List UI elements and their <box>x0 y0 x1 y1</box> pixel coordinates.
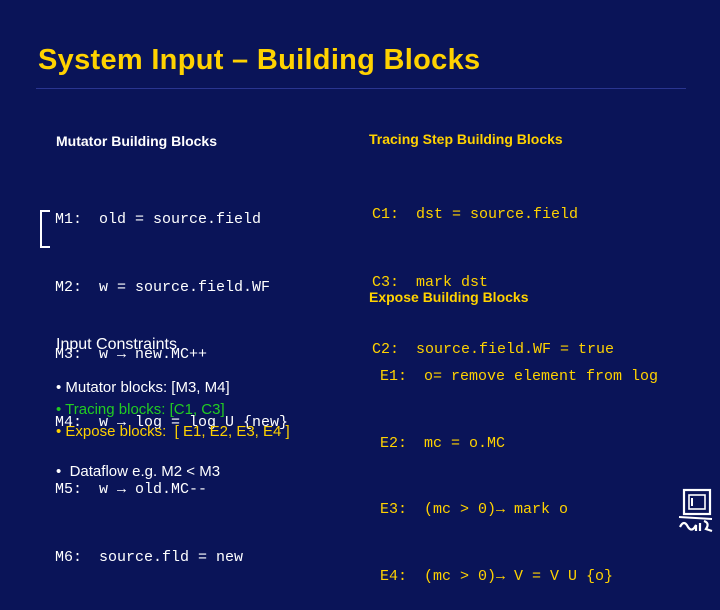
list-item: M1: old = source.field <box>55 209 288 232</box>
block-label: M2: <box>55 278 83 296</box>
block-code: mc = o.MC <box>424 434 506 452</box>
block-code: w → old.MC-- <box>99 481 208 498</box>
block-code: (mc > 0)→ mark o <box>424 501 569 518</box>
list-item: E3: (mc > 0)→ mark o <box>380 499 658 521</box>
list-item: E1: o= remove element from log <box>380 366 658 388</box>
expose-heading: Expose Building Blocks <box>369 289 529 305</box>
tracing-block-list: C1: dst = source.field C3: mark dst C2: sou… <box>372 159 614 384</box>
title-divider <box>36 88 686 89</box>
block-label: E4: <box>380 567 408 585</box>
constraints-heading: Input Constraints <box>56 336 177 353</box>
slide-title: System Input – Building Blocks <box>38 44 481 76</box>
block-code: mark dst <box>416 273 489 291</box>
block-code: w = source.field.WF <box>99 278 271 296</box>
tracing-heading: Tracing Step Building Blocks <box>369 131 563 147</box>
list-item: M2: w = source.field.WF <box>55 277 288 300</box>
block-code: dst = source.field <box>416 206 579 223</box>
list-item: M3: w → new.MC++ <box>55 344 288 367</box>
block-label: M4: <box>55 413 83 431</box>
list-item: M6: source.fld = new <box>55 547 288 570</box>
constraint-item-tracing: • Tracing blocks: [C1, C3] <box>56 401 225 418</box>
list-item: M4: w → log = log U {new} <box>55 412 288 435</box>
block-label: E3: <box>380 501 408 518</box>
block-label: C1: <box>372 206 400 223</box>
list-item: M5: w → old.MC-- <box>55 479 288 502</box>
dataflow-note: • Dataflow e.g. M2 < M3 <box>56 463 221 480</box>
block-label: M1: <box>55 211 83 228</box>
institution-logo-icon <box>678 488 713 533</box>
block-code: source.field.WF = true <box>416 341 615 358</box>
block-label: E1: <box>380 368 408 385</box>
block-label: E2: <box>380 434 408 452</box>
block-label: M3: <box>55 346 83 363</box>
constraint-list: • Mutator blocks: [M3, M4] • Tracing blo… <box>56 377 290 443</box>
block-code: o= remove element from log <box>424 368 659 385</box>
highlight-bracket <box>40 210 50 248</box>
list-item: C1: dst = source.field <box>372 204 614 227</box>
block-label: M5: <box>55 481 83 498</box>
block-code: source.fld = new <box>99 548 244 566</box>
mutator-heading: Mutator Building Blocks <box>56 133 217 149</box>
block-label: C2: <box>372 341 400 358</box>
block-code: (mc > 0)→ V = V U {o} <box>424 567 614 585</box>
constraint-item-expose: • Expose blocks: [ E1, E2, E3, E4 ] <box>56 423 290 440</box>
list-item: E2: mc = o.MC <box>380 433 658 455</box>
list-item: C3: mark dst <box>372 272 614 295</box>
block-code: w → log = log U {new} <box>99 413 289 431</box>
block-code: old = source.field <box>99 211 262 228</box>
constraint-item-mutator: • Mutator blocks: [M3, M4] <box>56 379 230 396</box>
list-item: C2: source.field.WF = true <box>372 339 614 362</box>
block-label: M6: <box>55 548 83 566</box>
block-label: C3: <box>372 273 400 291</box>
block-code: w → new.MC++ <box>99 346 208 363</box>
expose-block-list: E1: o= remove element from log E2: mc = o.… <box>380 321 658 610</box>
list-item: E4: (mc > 0)→ V = V U {o} <box>380 566 658 588</box>
